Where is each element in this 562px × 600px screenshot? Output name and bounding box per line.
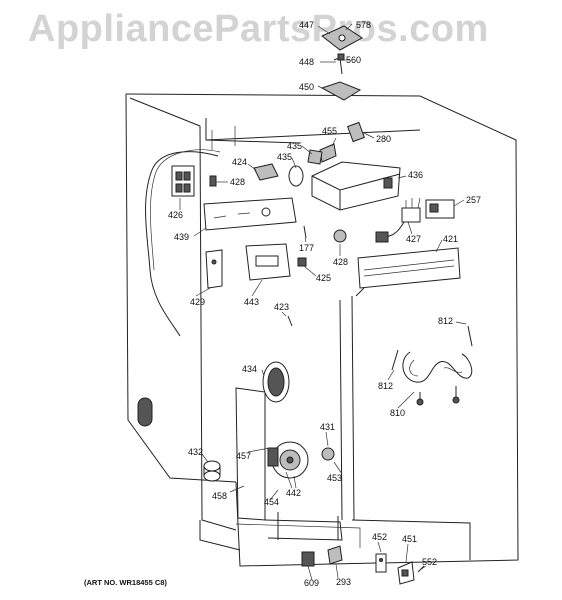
part-439-bracket xyxy=(203,197,297,231)
part-452 xyxy=(375,553,387,573)
label-429: 429 xyxy=(190,297,206,307)
part-293 xyxy=(327,545,343,565)
part-424 xyxy=(253,163,279,181)
part-429-bracket xyxy=(205,249,223,289)
part-451-hinge xyxy=(397,561,415,585)
label-293: 293 xyxy=(336,577,352,587)
label-421: 421 xyxy=(443,234,459,244)
wire-harness xyxy=(145,151,219,337)
label-578: 578 xyxy=(356,20,372,30)
part-257-relay xyxy=(425,199,455,219)
part-609 xyxy=(301,551,315,567)
label-443: 443 xyxy=(244,297,260,307)
label-428-lower: 428 xyxy=(333,257,349,267)
part-280 xyxy=(346,121,366,143)
label-447: 447 xyxy=(299,20,315,30)
label-810: 810 xyxy=(390,408,406,418)
label-451: 451 xyxy=(402,534,418,544)
label-280: 280 xyxy=(376,134,392,144)
part-442-damper xyxy=(267,441,309,479)
label-257: 257 xyxy=(466,195,482,205)
label-177: 177 xyxy=(299,243,315,253)
part-435-bulb xyxy=(288,165,304,187)
part-428-knob xyxy=(333,229,347,243)
leader-lines xyxy=(179,23,467,581)
label-450: 450 xyxy=(299,82,315,92)
part-427-connector xyxy=(375,197,421,243)
part-434-grille xyxy=(262,361,290,403)
label-458: 458 xyxy=(212,491,228,501)
label-448: 448 xyxy=(299,57,315,67)
part-810-heater xyxy=(402,351,473,406)
label-609: 609 xyxy=(304,578,320,588)
label-435-lower: 435 xyxy=(277,152,293,162)
label-455: 455 xyxy=(322,126,338,136)
label-431: 431 xyxy=(320,422,336,432)
part-428-clip xyxy=(209,175,217,187)
part-812-tube-a xyxy=(467,325,473,347)
part-443-bracket xyxy=(245,243,291,281)
label-457: 457 xyxy=(236,451,252,461)
part-436-housing xyxy=(311,161,401,211)
label-454: 454 xyxy=(264,497,280,507)
label-552: 552 xyxy=(422,557,438,567)
label-427: 427 xyxy=(406,234,422,244)
cabinet-frame xyxy=(125,93,519,567)
label-435-upper: 435 xyxy=(287,141,303,151)
part-432 xyxy=(203,460,221,482)
label-425: 425 xyxy=(316,273,332,283)
label-428-upper: 428 xyxy=(230,177,246,187)
watermark-text: AppliancePartsPros.com xyxy=(28,8,489,50)
label-426: 426 xyxy=(168,210,184,220)
part-421-rail xyxy=(355,247,461,297)
part-177-screw xyxy=(303,225,307,239)
label-812-lower: 812 xyxy=(378,381,394,391)
part-812-tube-b xyxy=(391,349,399,371)
part-455 xyxy=(319,143,337,163)
label-452: 452 xyxy=(372,532,388,542)
part-447-assembly xyxy=(320,25,363,101)
label-424: 424 xyxy=(232,157,248,167)
part-425 xyxy=(297,257,307,267)
part-426 xyxy=(171,165,195,197)
label-453: 453 xyxy=(327,473,343,483)
label-442: 442 xyxy=(286,488,302,498)
side-vent xyxy=(137,397,153,427)
label-432: 432 xyxy=(188,447,204,457)
art-number: (ART NO. WR18455 C8) xyxy=(84,578,167,587)
label-812-upper: 812 xyxy=(438,316,454,326)
label-436: 436 xyxy=(408,170,424,180)
part-431-knob xyxy=(321,447,335,461)
label-423: 423 xyxy=(274,302,290,312)
part-423 xyxy=(287,315,293,327)
label-439: 439 xyxy=(174,232,190,242)
label-434: 434 xyxy=(242,364,258,374)
label-560: 560 xyxy=(346,55,362,65)
